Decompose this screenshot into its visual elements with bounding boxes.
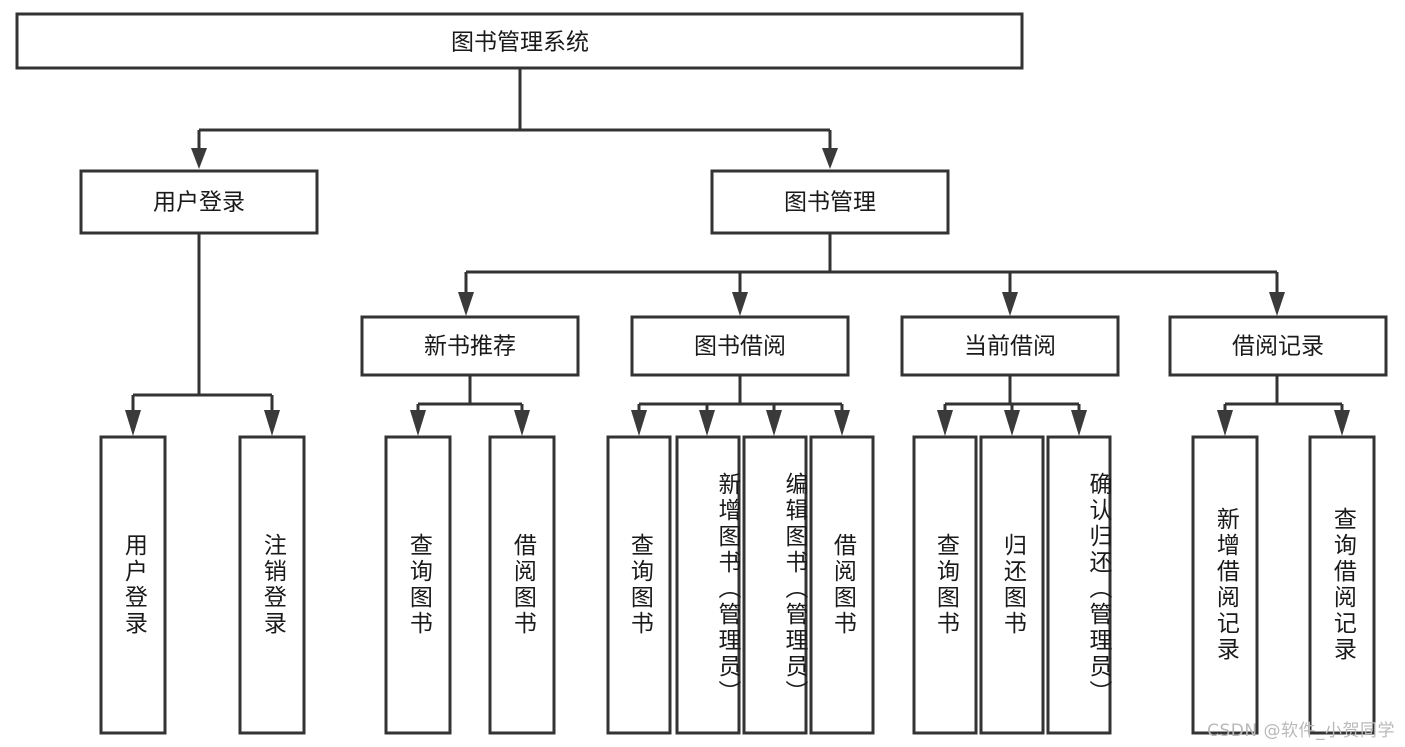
arrow-head-leaf-query-record [1334,410,1350,436]
arrow-head-user-login [191,148,207,169]
node-box-leaf-borrow-book-1[interactable] [488,435,556,735]
node-label-new-book-rec: 新书推荐 [424,334,516,360]
connector-group-current-borrow [937,375,1087,436]
connector-group-root [191,68,838,169]
arrow-head-leaf-edit-book [766,410,782,436]
arrow-head-new-book-rec [458,292,474,316]
arrow-head-book-manage [822,148,838,169]
node-box-current-borrow[interactable] [900,315,1120,377]
node-box-book-manage[interactable] [710,169,950,235]
arrow-head-current-borrow [1002,292,1018,316]
arrow-head-leaf-borrow-book-2 [834,410,850,436]
node-label-root: 图书管理系统 [451,30,589,56]
arrow-head-leaf-add-book [699,410,715,436]
node-label-user-login: 用户登录 [153,190,245,216]
arrow-head-leaf-user-logout [264,410,280,436]
node-label-borrow-record: 借阅记录 [1232,334,1324,360]
arrow-head-leaf-query-book-1 [410,410,426,436]
node-box-leaf-query-book-1[interactable] [384,435,452,735]
connector-group-user-login [125,233,280,436]
node-box-leaf-confirm-return[interactable] [1046,435,1112,735]
node-box-leaf-user-login[interactable] [99,435,167,735]
node-box-leaf-query-book-2[interactable] [606,435,672,735]
arrow-head-leaf-query-book-2 [631,410,647,436]
arrow-head-borrow-record [1269,292,1285,316]
node-label-book-borrow: 图书借阅 [694,334,786,360]
connector-group-borrow-record [1217,375,1350,436]
node-box-leaf-edit-book[interactable] [742,435,808,735]
connector-group-book-manage [458,233,1285,316]
node-box-leaf-add-record[interactable] [1191,435,1259,735]
node-box-leaf-query-record[interactable] [1308,435,1376,735]
arrow-head-leaf-confirm-return [1071,410,1087,436]
node-box-leaf-add-book[interactable] [675,435,741,735]
arrow-head-leaf-user-login [125,410,141,436]
node-box-leaf-borrow-book-2[interactable] [809,435,875,735]
node-label-book-manage: 图书管理 [784,190,876,216]
connector-group-new-book-rec [410,375,530,436]
arrow-head-leaf-query-book-3 [937,410,953,436]
node-box-book-borrow[interactable] [630,315,850,377]
node-box-leaf-user-logout[interactable] [238,435,306,735]
connector-group-book-borrow [631,375,850,436]
node-box-borrow-record[interactable] [1168,315,1388,377]
arrow-head-book-borrow [732,292,748,316]
node-box-user-login[interactable] [79,169,319,235]
arrow-head-leaf-borrow-book-1 [514,410,530,436]
watermark-text: CSDN @软件_小贺同学 [1207,721,1395,741]
node-box-leaf-return-book[interactable] [979,435,1045,735]
node-box-root[interactable] [15,12,1024,70]
arrow-head-leaf-return-book [1004,410,1020,436]
arrow-head-leaf-add-record [1217,410,1233,436]
node-box-leaf-query-book-3[interactable] [912,435,978,735]
node-label-current-borrow: 当前借阅 [964,334,1056,360]
node-box-new-book-rec[interactable] [360,315,580,377]
